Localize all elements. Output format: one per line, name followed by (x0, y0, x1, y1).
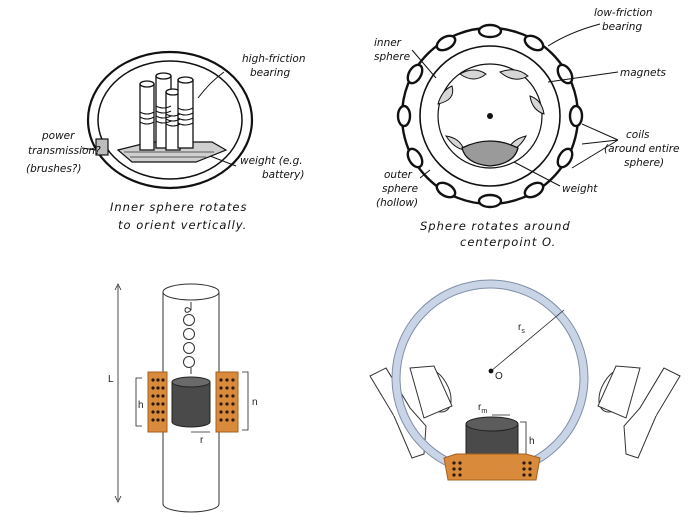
center-point (488, 368, 494, 374)
label-low-friction: low-friction (594, 7, 653, 19)
tube-top (162, 283, 220, 301)
left-mount (369, 365, 453, 459)
label-h: h (529, 436, 535, 447)
label-bearing: bearing (250, 67, 290, 79)
label-brushes: (brushes?) (26, 163, 81, 175)
diagram-tube-coil: L (0, 258, 350, 514)
label-rm: rm (478, 402, 487, 415)
diagram-sphere-ring: rs O rm h (350, 258, 700, 514)
inner-sphere-shell (419, 45, 561, 187)
magnets (437, 69, 545, 153)
label-power: power (41, 130, 75, 142)
label-coils: coils (626, 129, 650, 141)
dimension-h (135, 377, 142, 427)
right-mount (597, 365, 681, 459)
label-L: L (108, 374, 114, 385)
caption-line-2: to orient vertically. (118, 218, 247, 232)
label-around-entire: (around entire (604, 143, 680, 155)
dimension-h (520, 421, 527, 459)
label-r: r (200, 435, 204, 446)
brush-block (95, 138, 109, 156)
spring (183, 302, 195, 374)
label-O: O (495, 371, 503, 382)
label-n: n (252, 397, 258, 408)
label-weight: weight (e.g. (240, 155, 303, 167)
label-sphere-paren: sphere) (624, 157, 664, 169)
label-sphere: sphere (374, 51, 410, 63)
radius-rs (490, 309, 565, 372)
inner-ring (97, 60, 243, 180)
weight-blob (461, 140, 519, 167)
label-transmission: transmission? (28, 145, 101, 157)
label-high-friction: high-friction (242, 53, 306, 65)
caption-line-1: Inner sphere rotates (110, 200, 247, 214)
sketch-inner-sphere: high-friction bearing power transmission… (0, 0, 350, 250)
coils (396, 23, 584, 209)
outer-ring (86, 50, 254, 190)
coil-right (215, 371, 239, 433)
caption-line-1: Sphere rotates around (420, 219, 571, 233)
sketch-sphere-coils: low-friction bearing inner sphere magnet… (350, 0, 700, 250)
label-hollow: (hollow) (376, 197, 418, 209)
label-outer: outer (384, 169, 413, 181)
centerpoint (487, 113, 493, 119)
coil-base (443, 453, 541, 481)
magnet-cylinder (171, 376, 211, 428)
coil-cylinders (139, 72, 194, 151)
label-rs: rs (518, 322, 525, 335)
label-h: h (138, 400, 144, 411)
label-inner: inner (374, 37, 402, 49)
label-weight: weight (562, 183, 598, 195)
dimension-n (242, 371, 249, 431)
coil-left (147, 371, 168, 433)
caption-line-2: centerpoint O. (460, 235, 556, 249)
label-battery: battery) (262, 169, 304, 181)
label-outer-sphere: sphere (382, 183, 418, 195)
label-bearing: bearing (602, 21, 642, 33)
label-magnets: magnets (620, 67, 667, 79)
